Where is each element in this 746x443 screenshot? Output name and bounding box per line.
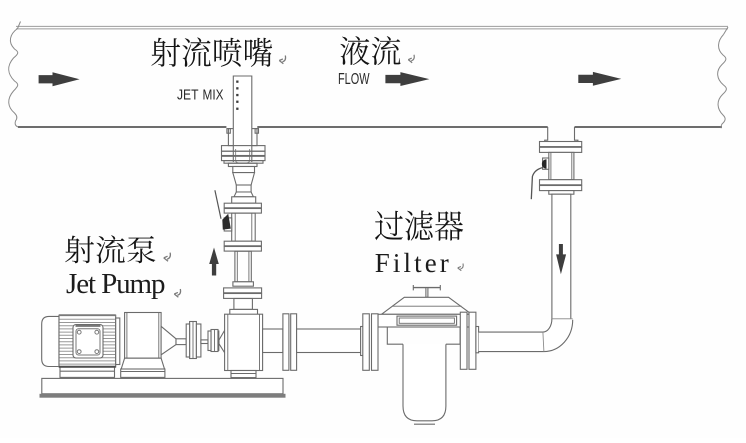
svg-text:FLOW: FLOW xyxy=(338,71,370,88)
svg-text:Jet Pump: Jet Pump xyxy=(66,268,166,300)
svg-text:MIX: MIX xyxy=(203,87,224,104)
svg-text:JET: JET xyxy=(177,87,199,104)
